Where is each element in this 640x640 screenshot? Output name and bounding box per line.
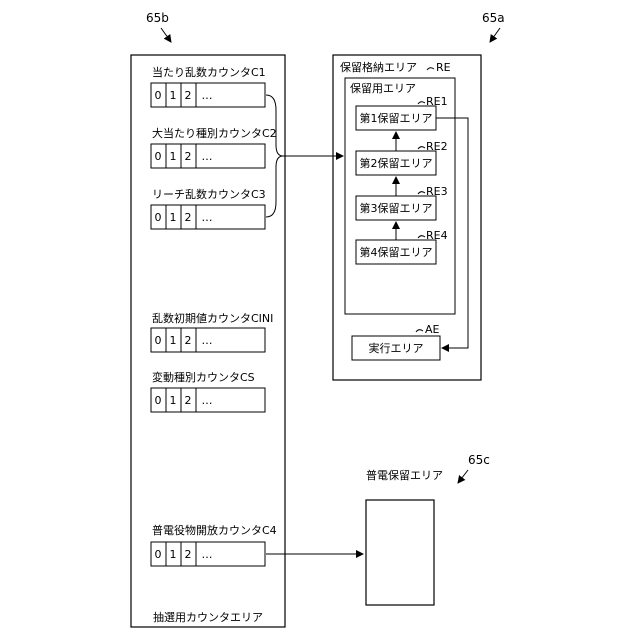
counter-register-c4: 0 1 2 … (151, 542, 265, 566)
ref-arrow-65b (161, 28, 171, 42)
cell-0: 0 (155, 548, 162, 561)
counter-register-c2: 0 1 2 … (151, 144, 265, 168)
counter-label-cini: 乱数初期値カウンタCINI (152, 311, 273, 325)
tag-leader-re4 (418, 236, 425, 238)
hold-label-1: 第1保留エリア (360, 111, 433, 125)
cell-ellipsis: … (202, 334, 213, 347)
counter-label-c2: 大当たり種別カウンタC2 (152, 126, 277, 140)
re-tag: RE (436, 61, 451, 74)
hold-area-label: 保留用エリア (350, 81, 416, 95)
counter-label-c4: 普電役物開放カウンタC4 (152, 523, 277, 537)
denchu-label: 普電保留エリア (366, 468, 443, 482)
denchu-area-box (366, 500, 434, 605)
cell-1: 1 (170, 150, 177, 163)
hold-label-4: 第4保留エリア (360, 245, 433, 259)
cell-ellipsis: … (202, 548, 213, 561)
counter-area-label: 抽選用カウンタエリア (153, 610, 263, 624)
ref-arrow-65a (490, 28, 500, 42)
hold-tag-3: RE3 (426, 185, 448, 198)
hold-label-2: 第2保留エリア (360, 156, 433, 170)
counter-label-c1: 当たり乱数カウンタC1 (152, 65, 266, 79)
counter-register-cini: 0 1 2 … (151, 328, 265, 352)
cell-1: 1 (170, 211, 177, 224)
cell-0: 0 (155, 211, 162, 224)
ref-label-65a: 65a (482, 11, 505, 25)
counter-group-brace (266, 95, 283, 217)
hold-storage-frame (333, 55, 481, 380)
cell-2: 2 (185, 394, 192, 407)
cell-0: 0 (155, 394, 162, 407)
cell-ellipsis: … (202, 211, 213, 224)
cell-ellipsis: … (202, 394, 213, 407)
hold-tag-1: RE1 (426, 95, 448, 108)
cell-1: 1 (170, 394, 177, 407)
cell-1: 1 (170, 548, 177, 561)
tag-leader-ae (416, 330, 423, 332)
hold-storage-label: 保留格納エリア (340, 60, 417, 74)
cell-1: 1 (170, 89, 177, 102)
counter-register-c3: 0 1 2 … (151, 205, 265, 229)
counter-register-c1: 0 1 2 … (151, 83, 265, 107)
cell-0: 0 (155, 89, 162, 102)
ref-arrow-65c (458, 470, 468, 483)
ref-label-65c: 65c (468, 453, 490, 467)
counter-label-cs: 変動種別カウンタCS (152, 370, 255, 384)
hold-label-3: 第3保留エリア (360, 201, 433, 215)
cell-1: 1 (170, 334, 177, 347)
ref-label-65b: 65b (146, 11, 169, 25)
hold-tag-2: RE2 (426, 140, 448, 153)
cell-2: 2 (185, 548, 192, 561)
counter-label-c3: リーチ乱数カウンタC3 (152, 188, 266, 201)
re-tag-leader (427, 68, 434, 70)
hold-tag-4: RE4 (426, 229, 448, 242)
counter-register-cs: 0 1 2 … (151, 388, 265, 412)
cell-ellipsis: … (202, 150, 213, 163)
tag-leader-re3 (418, 192, 425, 194)
cell-0: 0 (155, 150, 162, 163)
exec-area-label: 実行エリア (369, 341, 424, 355)
tag-leader-re2 (418, 147, 425, 149)
cell-ellipsis: … (202, 89, 213, 102)
cell-2: 2 (185, 334, 192, 347)
cell-2: 2 (185, 150, 192, 163)
cell-0: 0 (155, 334, 162, 347)
exec-tag: AE (425, 323, 440, 336)
cell-2: 2 (185, 211, 192, 224)
tag-leader-re1 (418, 102, 425, 104)
cell-2: 2 (185, 89, 192, 102)
